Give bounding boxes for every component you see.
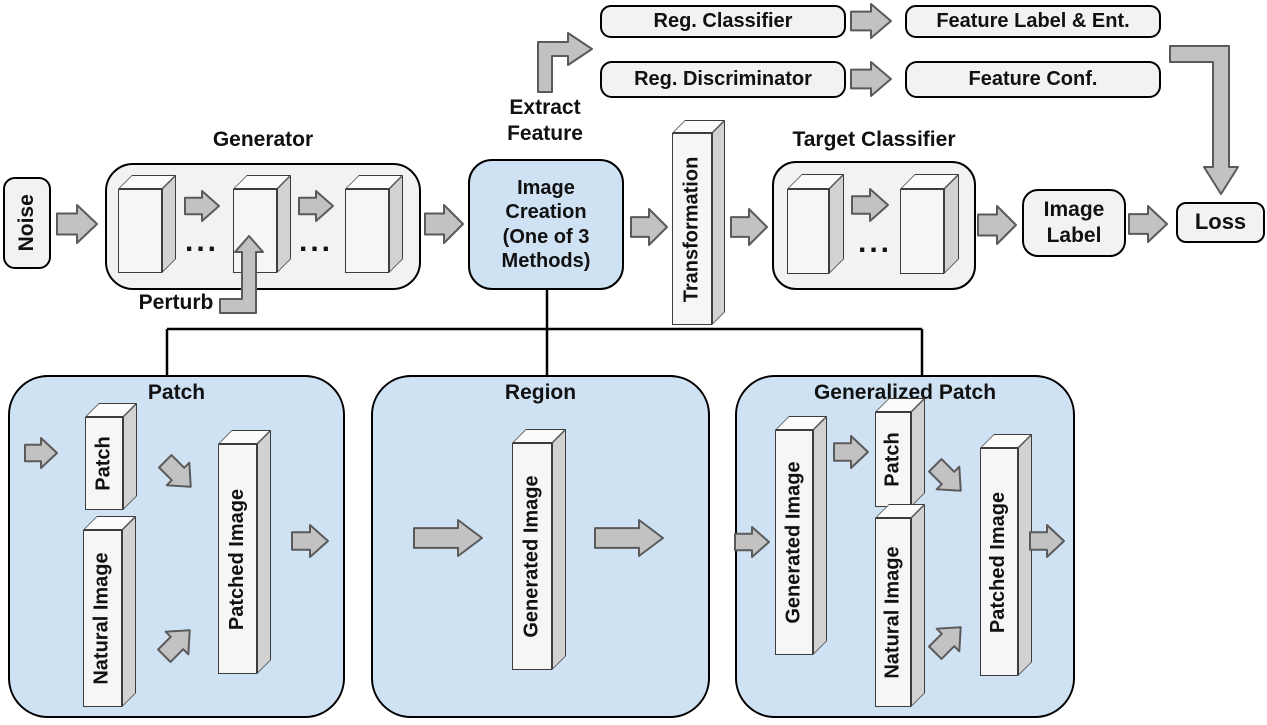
image-creation-node: Image Creation (One of 3 Methods) (468, 159, 624, 290)
gp-natural-image-label: Natural Image (881, 546, 904, 679)
arrow-feature-to-loss-elbow (1169, 45, 1239, 195)
arrow-image-creation-transformation (630, 208, 668, 246)
cuboid-side-face (829, 174, 844, 274)
cuboid-side-face (911, 398, 925, 507)
cuboid-front-face: Patched Image (218, 444, 257, 674)
reg-classifier-node: Reg. Classifier (600, 5, 846, 38)
cuboid-front-face: Patch (875, 412, 911, 507)
gp-patch-label: Patch (881, 432, 904, 487)
cuboid-front-face: Transformation (672, 133, 712, 325)
noise-label: Noise (15, 194, 39, 252)
gp-generated-image-label: Generated Image (782, 461, 805, 624)
arrow-generator-image-creation (424, 204, 464, 244)
arrow-noise-generator (56, 204, 98, 244)
image-label-node: Image Label (1022, 189, 1126, 257)
cuboid-side-face (712, 120, 725, 325)
feature-conf-node: Feature Conf. (905, 61, 1161, 98)
cuboid-front-face (118, 189, 162, 273)
cuboid-side-face (123, 403, 137, 510)
cuboid-side-face (944, 174, 959, 274)
natural-image-label: Natural Image (91, 552, 114, 685)
arrow-classifier-image-label (977, 205, 1017, 245)
feature-label-ent-node: Feature Label & Ent. (905, 5, 1161, 38)
generator-title: Generator (212, 128, 314, 151)
cuboid-side-face (1018, 434, 1032, 676)
arrow-reg-classifier-feature-label (850, 3, 892, 39)
loss-node: Loss (1176, 202, 1265, 243)
arrow-reg-discriminator-feature-conf (850, 61, 892, 97)
cuboid-side-face (389, 175, 403, 273)
patched-image-label: Patched Image (226, 488, 249, 630)
ellipsis-dots: ... (184, 225, 219, 258)
cuboid-side-face (257, 430, 271, 674)
reg-discriminator-node: Reg. Discriminator (600, 61, 846, 98)
noise-node: Noise (3, 177, 51, 269)
patch-method-panel (8, 375, 345, 718)
cuboid-side-face (813, 416, 827, 655)
region-generated-image-label: Generated Image (520, 475, 543, 638)
cuboid-front-face: Natural Image (875, 518, 911, 707)
gp-patched-image-label: Patched Image (987, 491, 1010, 633)
cuboid-front-face: Patch (85, 417, 123, 510)
cuboid-front-face (233, 189, 277, 273)
patch-item-label: Patch (92, 436, 115, 491)
method-tree-connector-line (165, 290, 924, 375)
cuboid-side-face (162, 175, 176, 273)
cuboid-side-face (122, 516, 136, 707)
perturb-label: Perturb (138, 291, 214, 314)
arrow-extract-feature-elbow (537, 32, 593, 93)
arrow-transformation-target-classifier (730, 208, 768, 246)
cuboid-front-face (900, 189, 944, 274)
cuboid-side-face (277, 175, 291, 273)
cuboid-front-face (345, 189, 389, 273)
cuboid-front-face: Generated Image (512, 443, 552, 670)
cuboid-front-face: Natural Image (83, 530, 122, 707)
cuboid-front-face: Patched Image (980, 448, 1018, 676)
cuboid-front-face: Generated Image (775, 430, 813, 655)
cuboid-side-face (552, 429, 566, 670)
transformation-label: Transformation (680, 156, 703, 302)
cuboid-front-face (787, 189, 829, 274)
target-classifier-title: Target Classifier (792, 128, 956, 151)
arrow-image-label-loss (1128, 205, 1168, 243)
extract-feature-label: Extract Feature (507, 96, 583, 146)
ellipsis-dots: ... (298, 225, 333, 258)
patch-method-title: Patch (147, 381, 206, 404)
ellipsis-dots: ... (857, 226, 892, 259)
region-method-title: Region (504, 381, 577, 404)
cuboid-side-face (911, 504, 925, 707)
